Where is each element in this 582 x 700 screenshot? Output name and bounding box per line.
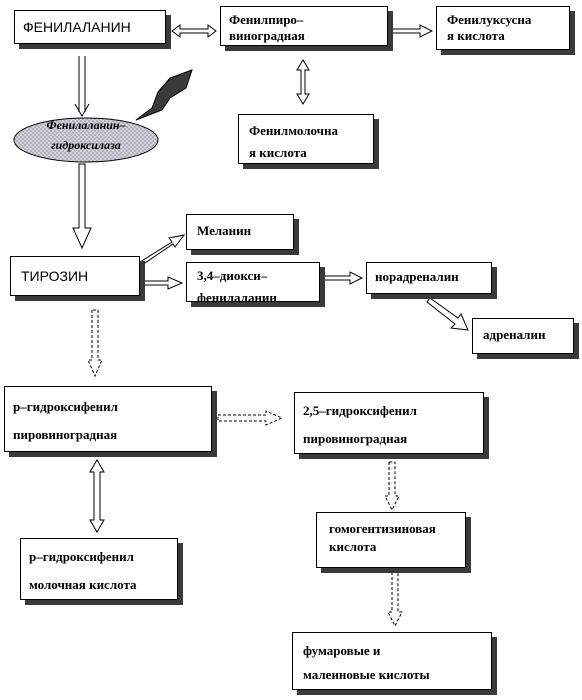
arrow-phe-pyruvic xyxy=(171,24,217,38)
node-phenylpyruvic-line1: Фенилпиро– xyxy=(229,12,304,27)
enzyme-label: Фенилаланин– гидроксилаза xyxy=(26,118,146,158)
node-hpp25-line1: 2,5–гидроксифенил xyxy=(303,403,417,418)
node-p-hpp-line2: пировиноградная xyxy=(13,427,118,442)
node-p-hpl-line1: р–гидроксифенил xyxy=(29,549,134,564)
node-phenylacetic-line1: Фенилуксусна xyxy=(447,12,532,27)
node-dopa-line2: фенилаланин xyxy=(197,290,277,302)
node-adrenaline-label: адреналин xyxy=(483,327,546,342)
node-p-hydroxyphenylpyruvic: р–гидроксифенил пировиноградная xyxy=(4,386,212,452)
node-noradrenaline: норадреналин xyxy=(366,262,492,294)
node-phenylalanine: ФЕНИЛАЛАНИН xyxy=(14,10,166,44)
node-homogentisic-line2: кислота xyxy=(329,539,377,554)
arrow-pyruvic-acetic xyxy=(391,24,434,38)
node-fumaric-maleic: фумаровые и малеиновые кислоты xyxy=(292,632,492,690)
node-phenyllactic: Фенилмолочна я кислота xyxy=(238,114,374,164)
node-dopa-line1: 3,4–диокси– xyxy=(197,268,268,283)
arrow-tyrosine-dopa xyxy=(141,276,184,290)
node-homogentisic: гомогентизиновая кислота xyxy=(316,512,466,568)
node-2-5-hydroxyphenylpyruvic: 2,5–гидроксифенил пировиноградная xyxy=(294,392,484,454)
arrow-pyruvic-lactic xyxy=(296,59,310,105)
arrow-phe-oval xyxy=(74,56,90,117)
node-noradrenaline-label: норадреналин xyxy=(375,269,459,284)
enzyme-oval xyxy=(13,117,159,163)
node-phenylpyruvic-line2: виноградная xyxy=(229,28,305,43)
node-p-hydroxyphenyllactic: р–гидроксифенил молочная кислота xyxy=(20,538,178,600)
node-phenylacetic: Фенилуксусна я кислота xyxy=(436,6,570,50)
node-tyrosine-label: ТИРОЗИН xyxy=(21,268,89,284)
node-phenyllactic-line2: я кислота xyxy=(249,145,307,160)
node-p-hpp-line1: р–гидроксифенил xyxy=(13,399,118,414)
arrow-homogentisic-fumaric xyxy=(387,571,403,628)
node-hpp25-line2: пировиноградная xyxy=(303,431,408,446)
arrow-phpp-hpp25 xyxy=(217,410,284,426)
node-phenyllactic-line1: Фенилмолочна xyxy=(249,123,339,138)
node-homogentisic-line1: гомогентизиновая xyxy=(329,521,436,536)
node-phenylacetic-line2: я кислота xyxy=(447,28,505,43)
arrow-tyrosine-melanin xyxy=(139,234,186,266)
arrow-phpp-phpl xyxy=(89,459,105,533)
node-dopa: 3,4–диокси– фенилаланин xyxy=(186,262,320,302)
arrow-noradrenaline-adrenaline xyxy=(426,297,469,331)
arrow-dopa-noradrenaline xyxy=(321,271,364,285)
node-melanin-label: Меланин xyxy=(197,223,252,238)
lightning-icon xyxy=(135,69,193,121)
node-phenylalanine-label: ФЕНИЛАЛАНИН xyxy=(23,19,131,35)
node-adrenaline: адреналин xyxy=(472,318,574,354)
arrow-tyrosine-phpp xyxy=(87,309,103,378)
enzyme-line1: Фенилаланин– xyxy=(46,118,126,132)
node-melanin: Меланин xyxy=(186,214,294,250)
node-phenylpyruvic: Фенилпиро– виноградная xyxy=(220,6,388,46)
node-tyrosine: ТИРОЗИН xyxy=(10,256,140,296)
node-fumaric-line1: фумаровые и xyxy=(303,643,381,658)
node-p-hpl-line2: молочная кислота xyxy=(29,577,137,592)
arrow-hpp25-homogentisic xyxy=(384,461,400,512)
node-fumaric-line2: малеиновые кислоты xyxy=(303,667,430,682)
enzyme-line2: гидроксилаза xyxy=(51,138,121,152)
arrow-oval-tyrosine xyxy=(72,163,92,250)
